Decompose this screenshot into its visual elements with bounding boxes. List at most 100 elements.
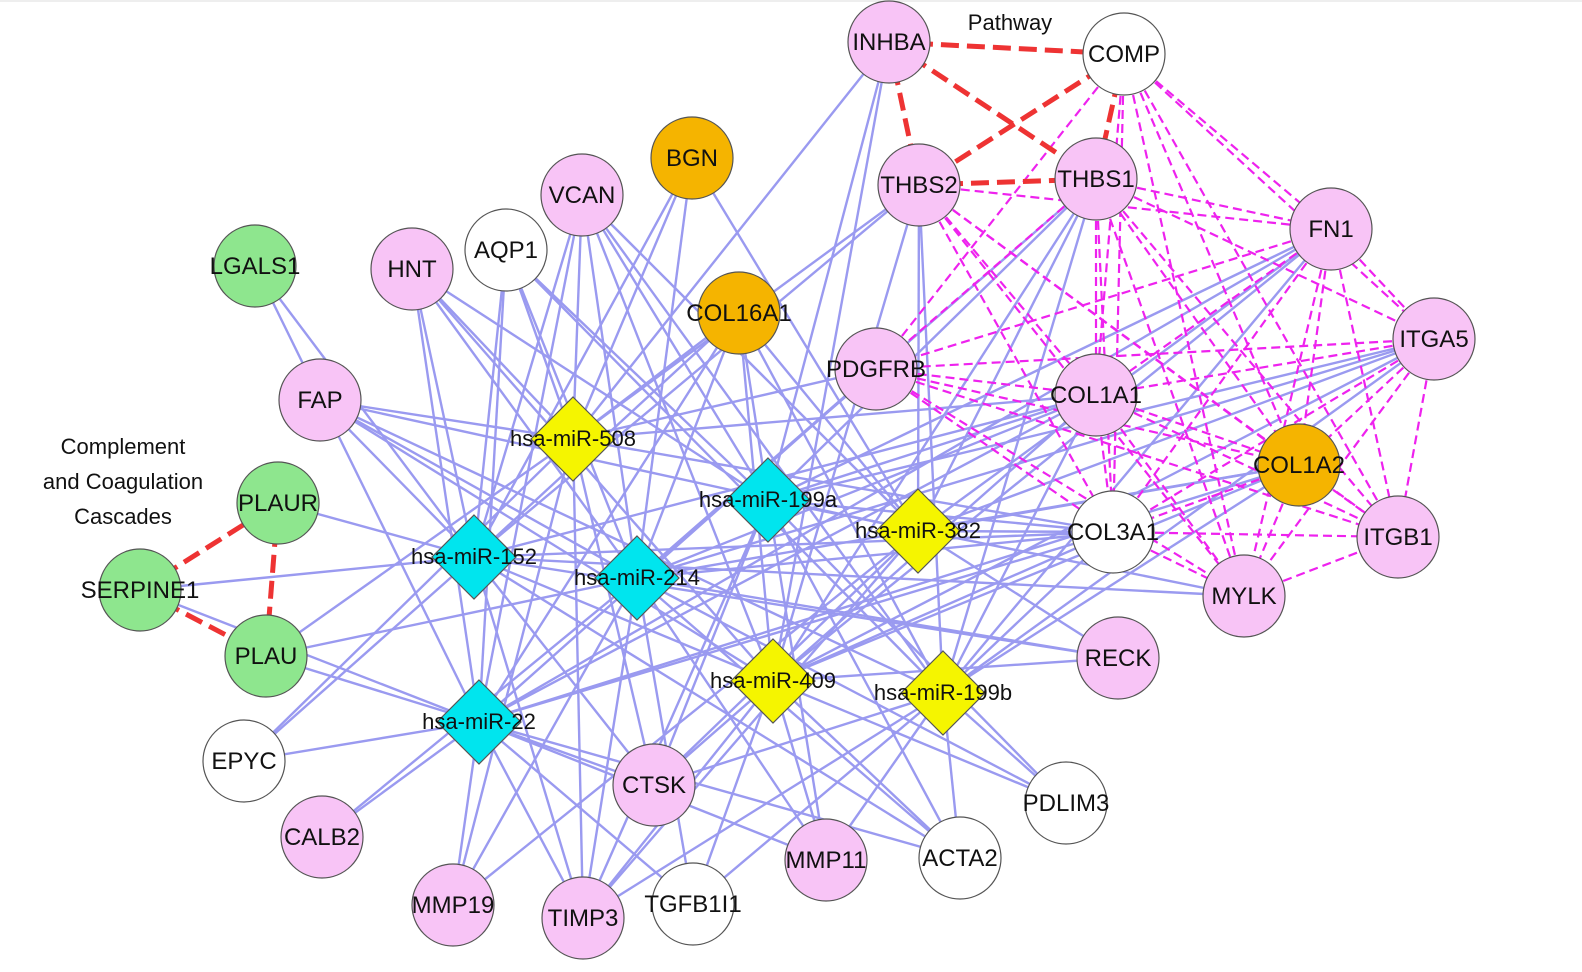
gene-node-col1a1[interactable]: COL1A1 <box>1050 353 1142 437</box>
gene-circle <box>370 227 454 311</box>
mirna-target-edge <box>582 691 944 920</box>
mirna-target-edge <box>473 184 920 558</box>
gene-circle <box>541 876 625 960</box>
gene-node-col3a1[interactable]: COL3A1 <box>1067 490 1159 574</box>
gene-circle <box>1054 353 1138 437</box>
coexpression-edge <box>1122 53 1301 466</box>
mirna-target-edge <box>690 157 920 532</box>
mirna-target-edge <box>477 194 584 723</box>
mirna-node-hsa-mir-199a[interactable]: hsa-miR-199a <box>699 457 838 543</box>
mirna-diamond <box>875 488 961 574</box>
gene-node-fn1[interactable]: FN1 <box>1289 187 1373 271</box>
gene-node-itga5[interactable]: ITGA5 <box>1392 297 1476 381</box>
mirna-node-hsa-mir-152[interactable]: hsa-miR-152 <box>411 514 537 600</box>
mirna-label: hsa-miR-214 <box>574 565 700 590</box>
mirna-target-edge <box>411 268 638 579</box>
gene-node-plaur[interactable]: PLAUR <box>236 461 320 545</box>
gene-node-comp[interactable]: COMP <box>1082 12 1166 96</box>
mirna-node-hsa-mir-199b[interactable]: hsa-miR-199b <box>874 650 1012 736</box>
gene-label: CALB2 <box>284 824 360 851</box>
coexpression-edge <box>875 178 1097 370</box>
mirna-node-hsa-mir-508[interactable]: hsa-miR-508 <box>510 396 636 482</box>
gene-circle <box>213 224 297 308</box>
gene-node-thbs1[interactable]: THBS1 <box>1054 137 1138 221</box>
gene-node-bgn[interactable]: BGN <box>650 116 734 200</box>
coexpression-edge <box>1111 53 1126 533</box>
gene-node-fap[interactable]: FAP <box>278 358 362 442</box>
gene-node-hnt[interactable]: HNT <box>370 227 454 311</box>
mirna-target-edge <box>410 268 481 723</box>
gene-circle <box>1392 297 1476 381</box>
gene-circle <box>280 795 364 879</box>
gene-node-mmp11[interactable]: MMP11 <box>784 818 868 902</box>
coexpression-edge <box>1123 53 1435 340</box>
mirna-target-edge <box>771 41 891 682</box>
mirna-target-edge <box>478 227 1332 724</box>
gene-circle <box>1257 423 1341 507</box>
coexpression-edge <box>1095 228 1332 396</box>
mirna-diamond <box>530 396 616 482</box>
gene-label: INHBA <box>852 29 925 56</box>
mirna-target-edge <box>766 499 962 859</box>
mirna-node-hsa-mir-409[interactable]: hsa-miR-409 <box>710 638 836 724</box>
mirna-node-hsa-mir-214[interactable]: hsa-miR-214 <box>574 535 700 621</box>
mirna-target-edge <box>635 312 741 579</box>
gene-node-epyc[interactable]: EPYC <box>202 719 286 803</box>
gene-label: THBS1 <box>1057 166 1134 193</box>
gene-circle <box>612 743 696 827</box>
coexpression-edge <box>918 184 1245 597</box>
gene-node-aqp1[interactable]: AQP1 <box>464 208 548 292</box>
gene-label: BGN <box>666 145 718 172</box>
gene-label: FAP <box>297 387 342 414</box>
gene-node-inhba[interactable]: INHBA <box>847 0 931 84</box>
mirna-target-edge <box>451 438 575 906</box>
gene-node-mylk[interactable]: MYLK <box>1202 554 1286 638</box>
mirna-target-edge <box>580 194 775 682</box>
mirna-target-edge <box>942 463 1300 695</box>
gene-label: ITGA5 <box>1399 326 1468 353</box>
gene-label: RECK <box>1085 645 1152 672</box>
mirna-label: hsa-miR-22 <box>422 709 536 734</box>
gene-node-acta2[interactable]: ACTA2 <box>918 816 1002 900</box>
gene-node-plau[interactable]: PLAU <box>224 614 308 698</box>
gene-node-mmp19[interactable]: MMP19 <box>411 863 495 947</box>
gene-node-ctsk[interactable]: CTSK <box>612 743 696 827</box>
mirna-diamond <box>725 457 811 543</box>
gene-circle <box>877 143 961 227</box>
gene-node-timp3[interactable]: TIMP3 <box>541 876 625 960</box>
mirna-target-edge <box>411 267 769 502</box>
mirna-target-edge <box>766 41 891 501</box>
gene-node-col16a1[interactable]: COL16A1 <box>686 271 792 355</box>
gene-circle <box>1202 554 1286 638</box>
gene-label: COMP <box>1088 41 1160 68</box>
gene-label: ITGB1 <box>1363 524 1432 551</box>
mirna-node-hsa-mir-382[interactable]: hsa-miR-382 <box>855 488 981 574</box>
mirna-target-edge <box>254 265 475 558</box>
mirna-target-edge <box>243 556 475 762</box>
mirna-node-hsa-mir-22[interactable]: hsa-miR-22 <box>422 679 536 765</box>
gene-node-col1a2[interactable]: COL1A2 <box>1253 423 1345 507</box>
coexpression-edge <box>1123 53 1332 230</box>
mirna-target-edge <box>941 394 1098 694</box>
gene-node-thbs2[interactable]: THBS2 <box>877 143 961 227</box>
mirna-target-edge <box>636 576 1119 660</box>
gene-node-lgals1[interactable]: LGALS1 <box>210 224 301 308</box>
mirna-target-edge <box>772 680 961 859</box>
gene-circle <box>847 0 931 84</box>
mirna-target-edge <box>478 463 1300 724</box>
gene-node-pdgfrb[interactable]: PDGFRB <box>826 327 926 411</box>
gene-node-vcan[interactable]: VCAN <box>540 153 624 237</box>
mirna-target-edge <box>265 576 638 658</box>
complement-annotation-line3: Cascades <box>74 504 172 529</box>
gene-node-reck[interactable]: RECK <box>1076 616 1160 700</box>
gene-node-pdlim3[interactable]: PDLIM3 <box>1023 761 1110 845</box>
gene-node-serpine1[interactable]: SERPINE1 <box>81 548 200 632</box>
gene-node-itgb1[interactable]: ITGB1 <box>1356 495 1440 579</box>
mirna-target-edge <box>265 438 574 657</box>
gene-node-calb2[interactable]: CALB2 <box>280 795 364 879</box>
mirna-target-edge <box>472 556 585 919</box>
gene-node-tgfb1i1[interactable]: TGFB1I1 <box>644 862 742 946</box>
annotation-layer: Pathway Complement and Coagulation Casca… <box>43 10 1052 529</box>
gene-label: PLAU <box>235 643 298 670</box>
mirna-target-edge <box>505 249 944 694</box>
